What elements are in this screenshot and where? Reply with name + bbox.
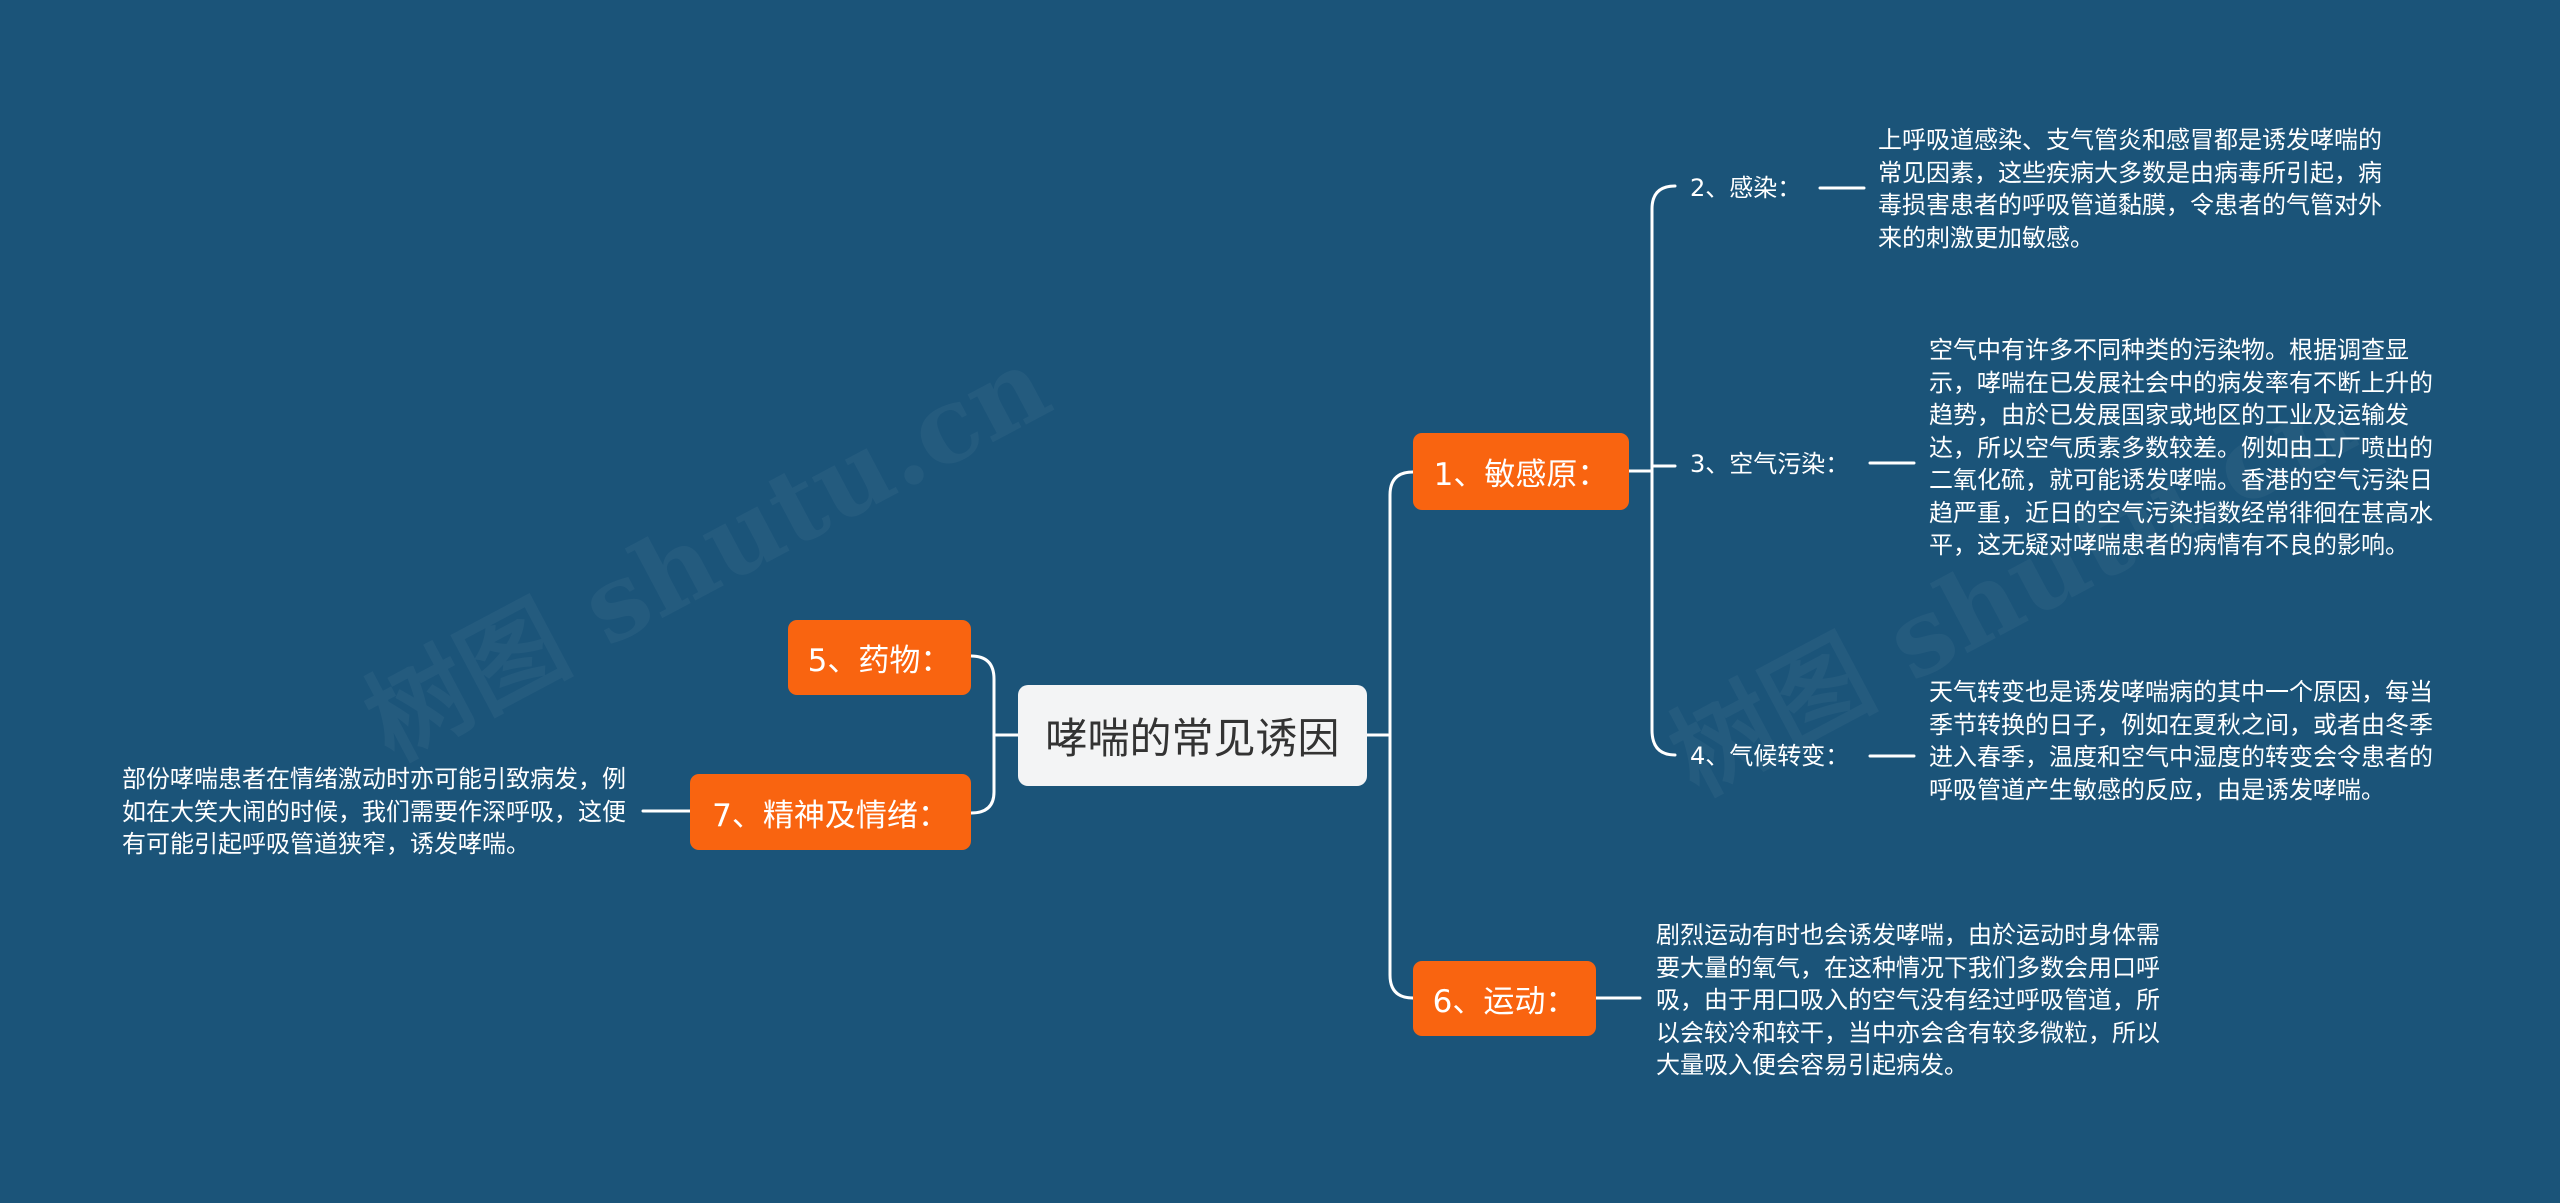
branch-medicine[interactable]: 5、药物：	[788, 620, 971, 695]
text-air-pollution[interactable]: 空气中有许多不同种类的污染物。根据调查显示，哮喘在已发展社会中的病发率有不断上升…	[1929, 336, 2433, 559]
text-climate[interactable]: 天气转变也是诱发哮喘病的其中一个原因，每当季节转换的日子，例如在夏秋之间，或者由…	[1929, 678, 2433, 804]
root-topic[interactable]: 哮喘的常见诱因	[1018, 685, 1367, 786]
connector-allergen-trunk	[1650, 184, 1677, 757]
connector-right-trunk	[1388, 470, 1415, 1000]
branch-exercise[interactable]: 6、运动：	[1413, 961, 1596, 1036]
branch-allergen[interactable]: 1、敏感原：	[1413, 433, 1629, 510]
text-infection[interactable]: 上呼吸道感染、支气管炎和感冒都是诱发哮喘的常见因素，这些疾病大多数是由病毒所引起…	[1878, 126, 2382, 252]
branch-emotion[interactable]: 7、精神及情绪：	[690, 774, 971, 850]
sub-infection[interactable]: 2、感染：	[1690, 174, 1802, 202]
connector-left-trunk	[969, 654, 996, 815]
sub-air-pollution[interactable]: 3、空气污染：	[1690, 450, 1850, 478]
text-exercise[interactable]: 剧烈运动有时也会诱发哮喘，由於运动时身体需要大量的氧气，在这种情况下我们多数会用…	[1656, 921, 2160, 1079]
sub-climate[interactable]: 4、气候转变：	[1690, 742, 1850, 770]
text-emotion[interactable]: 部份哮喘患者在情绪激动时亦可能引致病发，例如在大笑大闹的时候，我们需要作深呼吸，…	[122, 765, 626, 858]
